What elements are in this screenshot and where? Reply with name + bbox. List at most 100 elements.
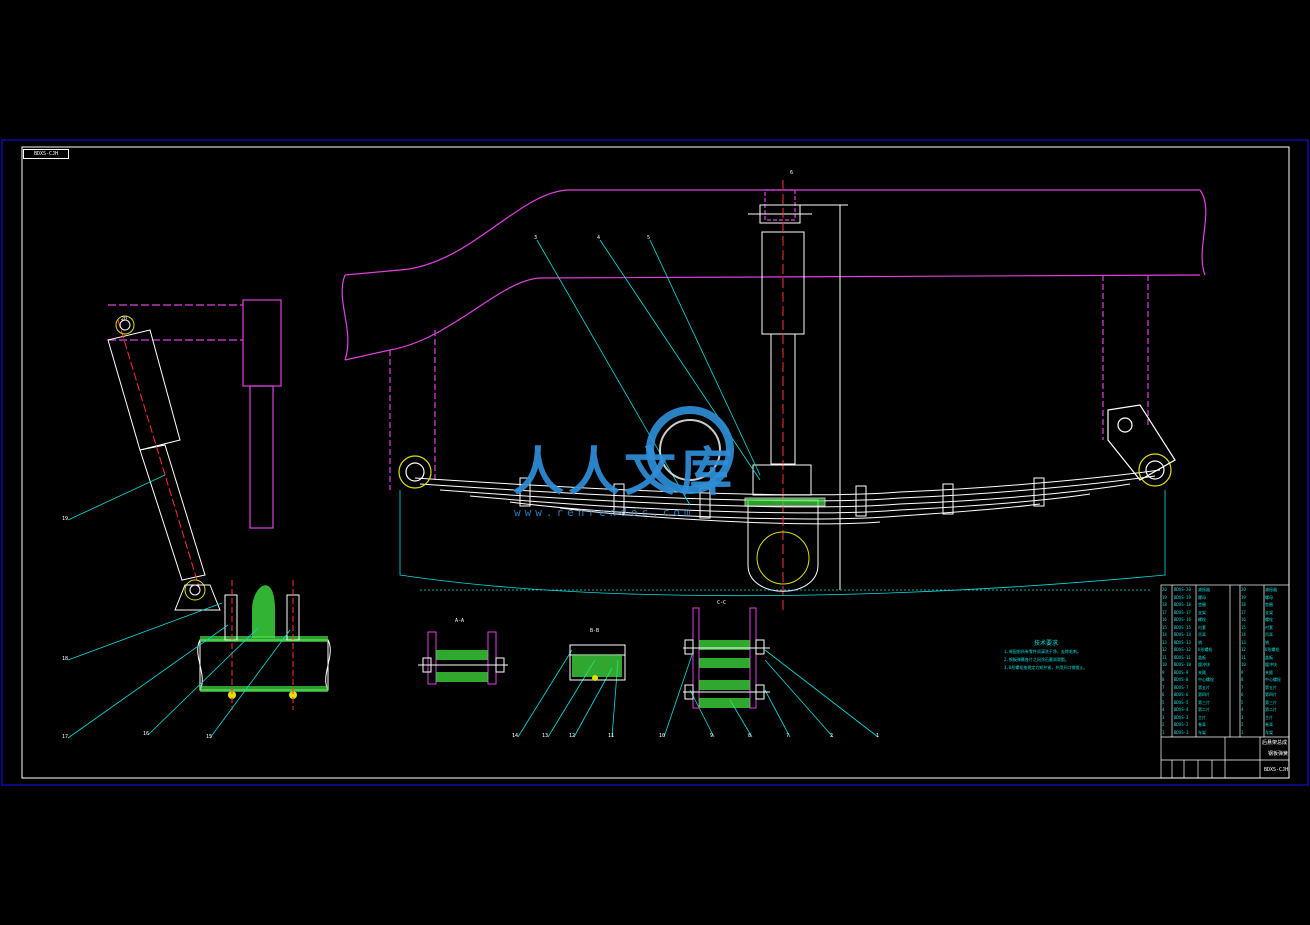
bom-cell-no: 6 xyxy=(1162,692,1165,697)
bom-cell-no-right: 20 xyxy=(1241,587,1246,592)
bom-cell-name: 螺栓 xyxy=(1198,617,1206,622)
bom-cell-code: BDXS-13 xyxy=(1174,639,1191,645)
bom-cell-code: BDXS-3 xyxy=(1174,714,1189,720)
title-block-code: BDXS-CJH xyxy=(1264,767,1289,773)
bom-cell-code: BDXS-5 xyxy=(1174,699,1189,705)
leader-tag: 18 xyxy=(62,656,69,662)
bom-cell-code: BDXS-19 xyxy=(1174,594,1191,600)
bom-cell-name: 盖板 xyxy=(1198,654,1206,660)
bom-cell-no: 5 xyxy=(1162,699,1165,705)
leader-lines xyxy=(67,239,1166,739)
notes-line: 2.钢板弹簧各片之间涂石墨润滑脂。 xyxy=(1004,657,1069,662)
bom-cell-code: BDXS-6 xyxy=(1174,692,1189,697)
bom-cell-no-right: 3 xyxy=(1241,714,1244,720)
watermark-text: 人人文库 xyxy=(512,443,737,503)
bom-cell-name-right: 螺栓 xyxy=(1265,617,1273,622)
section-label-a: A-A xyxy=(455,618,465,624)
section-b-b xyxy=(569,644,626,681)
leader-tag: 13 xyxy=(542,733,549,739)
bom-cell-code: BDXS-12 xyxy=(1174,647,1191,652)
bom-cell-no-right: 11 xyxy=(1241,654,1246,660)
bom-cell-no: 14 xyxy=(1162,632,1167,637)
bom-cell-name: 第四片 xyxy=(1198,692,1210,697)
bom-cell-no-right: 12 xyxy=(1241,647,1246,652)
watermark-url: www.renrendoc.com xyxy=(514,506,695,519)
bom-cell-name: 卷耳 xyxy=(1198,722,1206,727)
leader-tag: 3 xyxy=(534,235,538,241)
bom-cell-code: BDXS-16 xyxy=(1174,617,1191,622)
bom-cell-no: 20 xyxy=(1162,587,1167,592)
spring-eye-bushings xyxy=(398,404,1176,489)
inner-border xyxy=(21,146,1290,779)
left-frame-bracket xyxy=(108,299,282,529)
bom-cell-code: BDXS-15 xyxy=(1174,624,1191,630)
technical-notes: 技术要求 1.装配前所有零件须清洗干净，去除毛刺。 2.钢板弹簧各片之间涂石墨润… xyxy=(1004,640,1087,672)
leader-tag: 14 xyxy=(512,733,519,739)
bom-cell-code: BDXS-14 xyxy=(1174,632,1191,637)
bom-cell-name: 中心螺栓 xyxy=(1198,677,1214,682)
leader-tag: 11 xyxy=(608,733,615,739)
bom-cell-no-right: 4 xyxy=(1241,707,1244,712)
bom-cell-no-right: 1 xyxy=(1241,729,1244,735)
bom-cell-name: 支架 xyxy=(1198,609,1206,615)
bom-cell-no: 1 xyxy=(1162,729,1165,735)
outer-sheet-frame xyxy=(1,139,1309,786)
leader-tag: 15 xyxy=(206,734,213,740)
bom-cell-name-right: 支架 xyxy=(1265,609,1273,615)
bom-cell-code: BDXS-1 xyxy=(1174,729,1189,735)
bom-cell-no: 11 xyxy=(1162,654,1167,660)
drawing-number-box: BDXS-CJH xyxy=(23,149,69,159)
bom-cell-name: 夹箍 xyxy=(1198,669,1206,675)
vehicle-frame-rail xyxy=(341,189,1207,490)
bom-cell-no: 9 xyxy=(1162,669,1165,675)
bom-cell-name: U形螺栓 xyxy=(1198,647,1213,652)
title-block-grid xyxy=(1160,584,1290,779)
bom-cell-no-right: 13 xyxy=(1241,639,1246,645)
bom-cell-no-right: 5 xyxy=(1241,699,1244,705)
leaf-spring-main xyxy=(414,469,1161,525)
leader-tag: 19 xyxy=(62,516,69,522)
section-label-c: C-C xyxy=(717,600,727,606)
bom-cell-name: 垫圈 xyxy=(1198,602,1206,607)
bom-cell-code: BDXS-17 xyxy=(1174,609,1191,615)
bom-cell-code: BDXS-4 xyxy=(1174,707,1189,712)
leader-tag: 2 xyxy=(830,733,834,739)
bom-cell-name-right: 销 xyxy=(1265,639,1269,645)
bom-cell-no: 19 xyxy=(1162,594,1167,600)
section-a-a xyxy=(418,631,508,685)
leader-tag: 10 xyxy=(659,733,666,739)
center-shock-absorber xyxy=(744,180,848,610)
bom-cell-name-right: 盖板 xyxy=(1265,654,1273,660)
bom-cell-name: 衬套 xyxy=(1198,624,1206,630)
bom-cell-code: BDXS-11 xyxy=(1174,654,1191,660)
notes-line: 3.U形螺栓按规定力矩拧紧，并用开口销锁止。 xyxy=(1004,665,1088,670)
bom-cell-name-right: 中心螺栓 xyxy=(1265,677,1281,682)
bom-cell-no-right: 14 xyxy=(1241,632,1246,637)
bom-cell-name-right: 第二片 xyxy=(1265,707,1277,712)
title-block-project: 后悬架总成 xyxy=(1262,740,1288,746)
watermark-logo-ring xyxy=(646,406,734,494)
bom-cell-name-right: 卷耳 xyxy=(1265,722,1273,727)
bom-cell-no: 8 xyxy=(1162,677,1165,682)
bom-cell-name: 第二片 xyxy=(1198,707,1210,712)
leader-tag: 8 xyxy=(748,733,752,739)
bom-cell-name-right: U形螺栓 xyxy=(1265,647,1280,652)
bom-cell-name-right: 车架 xyxy=(1265,729,1273,735)
bom-cell-name-right: 第五片 xyxy=(1265,684,1277,690)
bom-cell-no: 7 xyxy=(1162,684,1165,690)
bom-cell-name: 吊耳 xyxy=(1198,632,1206,637)
bom-cell-name-right: 夹箍 xyxy=(1265,669,1273,675)
bom-cell-name: 缓冲块 xyxy=(1198,662,1210,667)
notes-title: 技术要求 xyxy=(1034,640,1059,647)
bom-cell-name: 销 xyxy=(1198,639,1202,645)
bom-cell-code: BDXS-20 xyxy=(1174,587,1191,592)
bom-cell-no: 4 xyxy=(1162,707,1165,712)
leader-tag: 12 xyxy=(569,733,576,739)
leader-tag: 9 xyxy=(710,733,714,739)
bom-cell-name-right: 第四片 xyxy=(1265,692,1277,697)
leader-tag: 4 xyxy=(597,235,601,241)
bom-cell-name: 第三片 xyxy=(1198,699,1210,705)
bom-cell-no: 12 xyxy=(1162,647,1167,652)
bom-cell-name-right: 缓冲块 xyxy=(1265,662,1277,667)
